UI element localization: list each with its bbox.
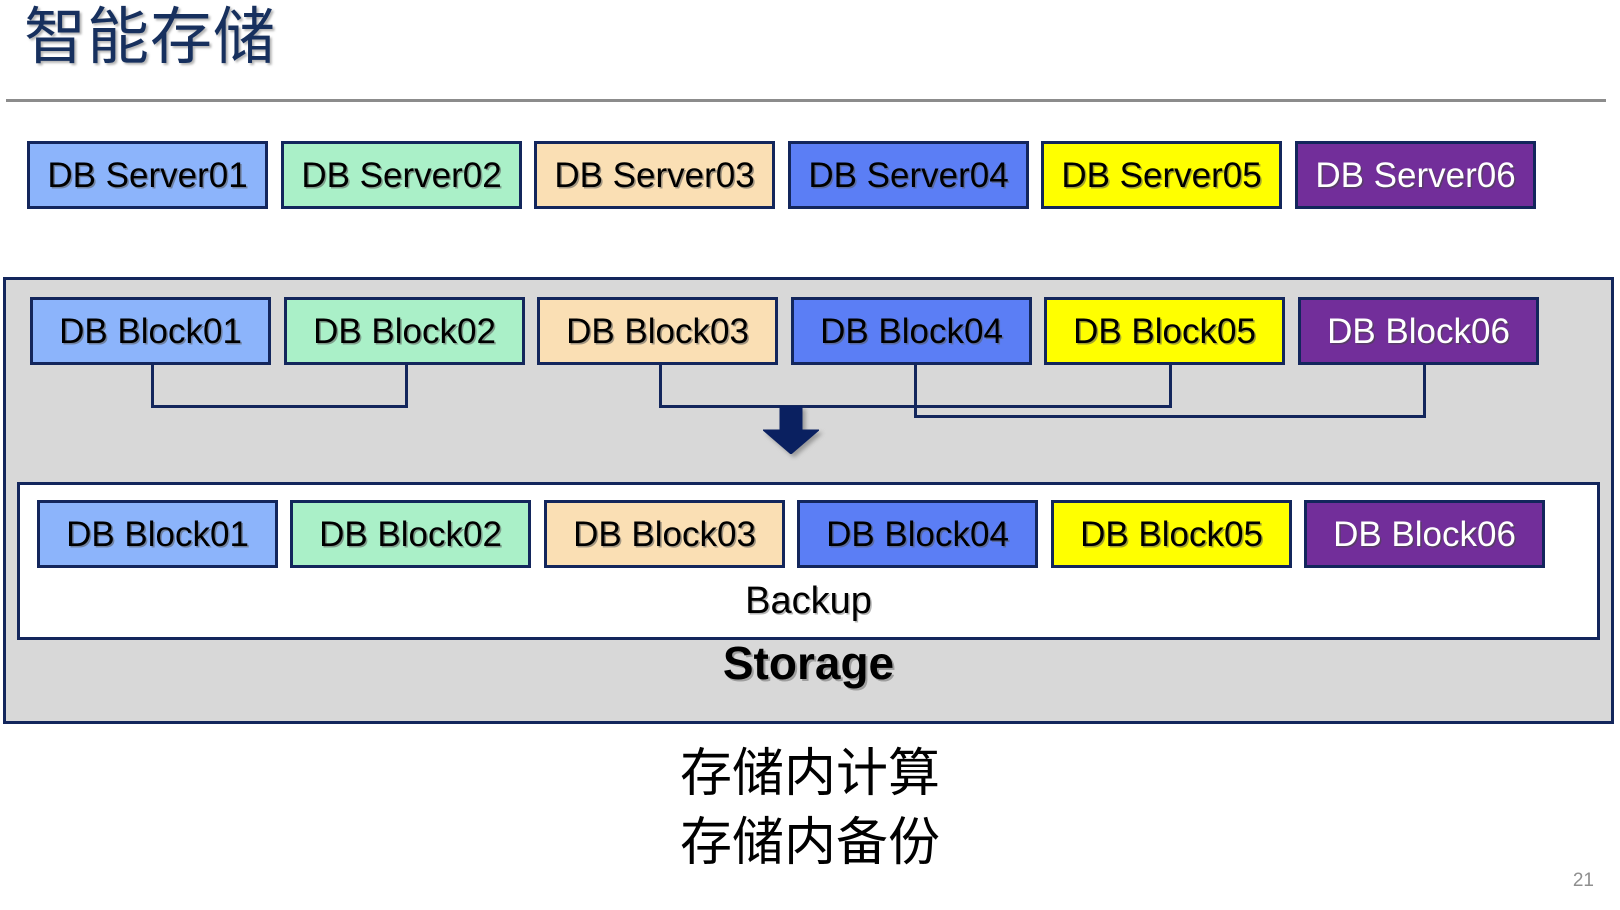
db-block-backup-box-label: DB Block01 bbox=[66, 514, 249, 554]
backup-label: Backup bbox=[745, 580, 872, 622]
caption-block: 存储内计算 存储内备份 bbox=[0, 740, 1620, 877]
db-block-backup-box-5[interactable]: DB Block05 bbox=[1051, 500, 1292, 568]
db-block-primary-box-5[interactable]: DB Block05 bbox=[1044, 297, 1285, 365]
page-number: 21 bbox=[1572, 870, 1594, 891]
db-block-primary-box-label: DB Block03 bbox=[566, 311, 749, 351]
connector-block01-block02-left-leg bbox=[151, 365, 154, 408]
db-block-primary-box-3[interactable]: DB Block03 bbox=[537, 297, 778, 365]
db-server-box-6[interactable]: DB Server06 bbox=[1295, 141, 1536, 209]
db-block-backup-box-label: DB Block06 bbox=[1333, 514, 1516, 554]
db-block-backup-box-label: DB Block05 bbox=[1080, 514, 1263, 554]
db-block-primary-box-6[interactable]: DB Block06 bbox=[1298, 297, 1539, 365]
db-server-box-1[interactable]: DB Server01 bbox=[27, 141, 268, 209]
db-block-backup-box-4[interactable]: DB Block04 bbox=[797, 500, 1038, 568]
db-block-primary-box-label: DB Block02 bbox=[313, 311, 496, 351]
db-server-box-5[interactable]: DB Server05 bbox=[1041, 141, 1282, 209]
db-block-primary-box-label: DB Block05 bbox=[1073, 311, 1256, 351]
db-server-box-label: DB Server04 bbox=[808, 155, 1009, 195]
db-block-backup-box-1[interactable]: DB Block01 bbox=[37, 500, 278, 568]
title-divider bbox=[6, 99, 1606, 102]
db-server-box-3[interactable]: DB Server03 bbox=[534, 141, 775, 209]
db-block-primary-box-label: DB Block06 bbox=[1327, 311, 1510, 351]
db-block-backup-box-6[interactable]: DB Block06 bbox=[1304, 500, 1545, 568]
db-block-backup-box-label: DB Block04 bbox=[826, 514, 1009, 554]
db-server-box-label: DB Server01 bbox=[47, 155, 248, 195]
db-server-box-label: DB Server06 bbox=[1315, 155, 1516, 195]
db-block-primary-box-2[interactable]: DB Block02 bbox=[284, 297, 525, 365]
db-server-box-4[interactable]: DB Server04 bbox=[788, 141, 1029, 209]
db-server-box-label: DB Server03 bbox=[554, 155, 755, 195]
transfer-down-arrow bbox=[763, 406, 819, 454]
db-block-primary-box-label: DB Block01 bbox=[59, 311, 242, 351]
db-server-box-2[interactable]: DB Server02 bbox=[281, 141, 522, 209]
connector-block04-block06-right-leg bbox=[1423, 365, 1426, 418]
connector-block04-block06-bottom-bar bbox=[914, 415, 1426, 418]
db-block-backup-box-3[interactable]: DB Block03 bbox=[544, 500, 785, 568]
caption-line-1: 存储内计算 bbox=[679, 745, 940, 803]
storage-container: DB Block01 DB Block02 DB Block03 DB Block04… bbox=[3, 277, 1614, 724]
db-block-primary-box-4[interactable]: DB Block04 bbox=[791, 297, 1032, 365]
db-server-box-label: DB Server05 bbox=[1061, 155, 1262, 195]
db-block-backup-box-label: DB Block02 bbox=[319, 514, 502, 554]
db-block-backup-box-2[interactable]: DB Block02 bbox=[290, 500, 531, 568]
connector-block04-block06-left-leg bbox=[914, 365, 917, 418]
storage-label: Storage bbox=[722, 637, 895, 689]
db-server-box-label: DB Server02 bbox=[301, 155, 502, 195]
connector-block01-block02-right-leg bbox=[405, 365, 408, 408]
connector-block01-block02-bottom-bar bbox=[151, 405, 408, 408]
connector-block03-block05-left-leg bbox=[659, 365, 662, 408]
db-block-primary-box-1[interactable]: DB Block01 bbox=[30, 297, 271, 365]
backup-panel: DB Block01 DB Block02 DB Block03 DB Block04… bbox=[17, 482, 1600, 640]
connector-block03-block05-right-leg bbox=[1169, 365, 1172, 408]
db-block-primary-box-label: DB Block04 bbox=[820, 311, 1003, 351]
caption-line-2: 存储内备份 bbox=[679, 813, 940, 872]
page-title: 智能存储 bbox=[24, 3, 277, 72]
db-block-backup-box-label: DB Block03 bbox=[573, 514, 756, 554]
